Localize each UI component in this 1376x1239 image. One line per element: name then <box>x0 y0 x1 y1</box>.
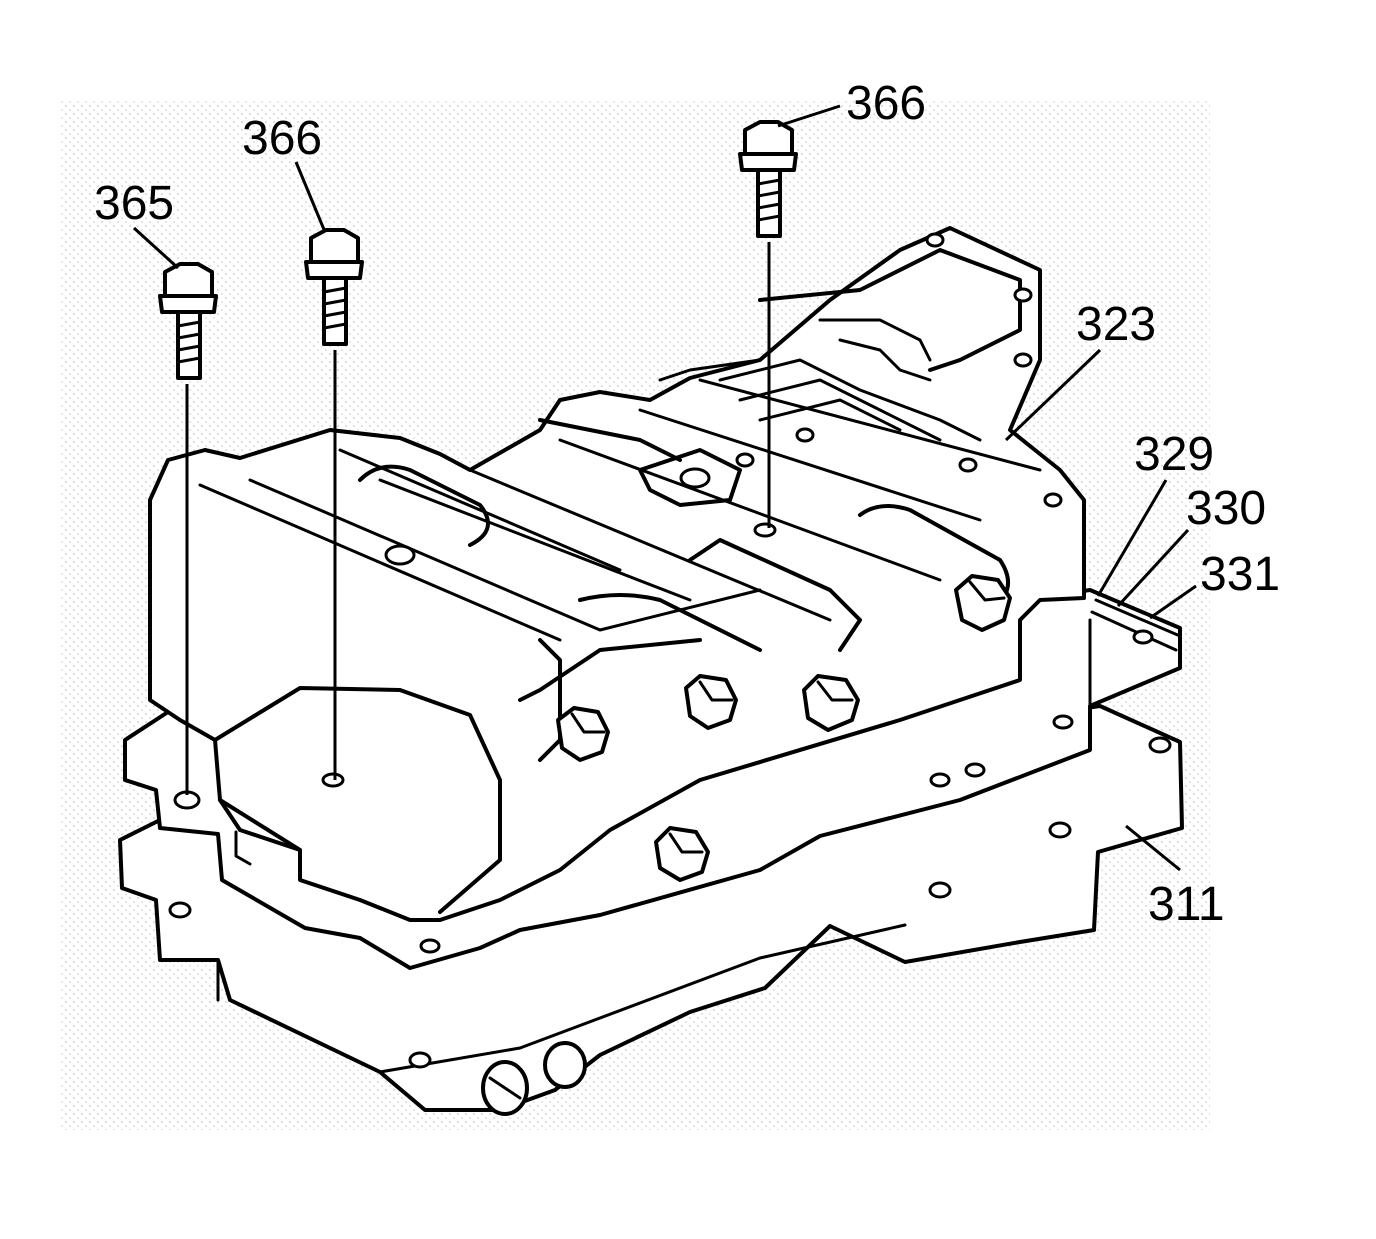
callout-311: 311 <box>1148 878 1225 931</box>
installed-bolt-2 <box>802 674 860 732</box>
leader-365 <box>132 226 180 270</box>
leader-329 <box>1096 479 1168 597</box>
part-323-upper-valve-body <box>148 226 1086 922</box>
part-366-bolt-left <box>304 228 364 780</box>
installed-bolt-5 <box>654 826 710 882</box>
leader-331 <box>1149 584 1197 620</box>
callout-329: 329 <box>1134 428 1214 481</box>
installed-bolts <box>556 574 1012 882</box>
callout-331: 331 <box>1200 548 1280 601</box>
leader-366-top <box>777 104 841 128</box>
part-365-bolt <box>158 262 218 795</box>
installed-bolt-1 <box>954 574 1012 632</box>
leader-366-left <box>294 161 327 233</box>
callout-366-left: 366 <box>242 112 322 165</box>
callout-365: 365 <box>94 177 174 230</box>
leader-311 <box>1125 824 1181 872</box>
part-366-bolt-top <box>738 120 798 528</box>
installed-bolt-3 <box>684 674 738 730</box>
callout-330: 330 <box>1186 482 1266 535</box>
callout-labels: 365 366 366 323 329 330 331 311 <box>94 77 1280 931</box>
installed-bolt-4 <box>556 706 610 762</box>
callout-323: 323 <box>1076 298 1156 351</box>
leader-323 <box>1004 348 1102 442</box>
callout-366-top: 366 <box>846 77 926 130</box>
callout-leaders <box>132 104 1197 872</box>
leader-330 <box>1116 528 1190 608</box>
